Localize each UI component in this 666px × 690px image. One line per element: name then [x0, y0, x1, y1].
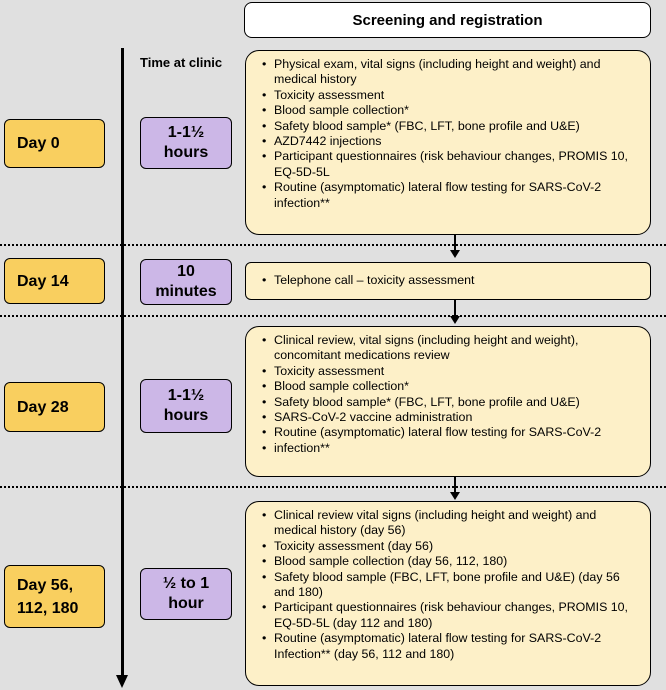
stage-divider: [0, 315, 666, 317]
day-box-day-56: Day 56, 112, 180: [4, 565, 105, 628]
header-title: Screening and registration: [352, 11, 543, 29]
day-box-day-0: Day 0: [4, 119, 105, 168]
list-item: Clinical review vital signs (including h…: [262, 508, 642, 539]
time-box-day-56: ½ to 1 hour: [140, 568, 232, 620]
time-at-clinic-label: Time at clinic: [140, 55, 223, 70]
list-item: Clinical review, vital signs (including …: [262, 333, 642, 364]
list-item: Toxicity assessment (day 56): [262, 539, 642, 555]
header-box: Screening and registration: [244, 2, 651, 38]
list-item: SARS-CoV-2 vaccine administration: [262, 410, 642, 426]
time-label: 1-1½ hours: [163, 387, 209, 424]
info-box-day-0: Physical exam, vital signs (including he…: [245, 50, 651, 235]
list-item: Safety blood sample (FBC, LFT, bone prof…: [262, 570, 642, 601]
list-item: Participant questionnaires (risk behavio…: [262, 149, 642, 180]
list-item: Blood sample collection*: [262, 103, 642, 119]
connector-line: [454, 477, 456, 492]
connector-arrow-head: [450, 316, 460, 324]
time-box-day-0: 1-1½ hours: [140, 117, 232, 169]
list-item: Participant questionnaires (risk behavio…: [262, 600, 642, 631]
time-label: 10 minutes: [155, 263, 217, 300]
item-list: Clinical review vital signs (including h…: [262, 508, 642, 662]
info-box-day-56: Clinical review vital signs (including h…: [245, 501, 651, 686]
list-item: infection**: [262, 441, 642, 457]
stage-divider: [0, 486, 666, 488]
list-item: Telephone call – toxicity assessment: [262, 273, 474, 289]
list-item: Routine (asymptomatic) lateral flow test…: [262, 425, 642, 441]
day-label: Day 56, 112, 180: [17, 576, 79, 617]
timeline-arrow-line: [121, 48, 124, 680]
time-box-day-14: 10 minutes: [140, 259, 232, 305]
item-list: Telephone call – toxicity assessment: [262, 273, 474, 289]
info-box-day-14: Telephone call – toxicity assessment: [245, 262, 651, 300]
list-item: Safety blood sample* (FBC, LFT, bone pro…: [262, 119, 642, 135]
list-item: Physical exam, vital signs (including he…: [262, 57, 642, 88]
list-item: Blood sample collection (day 56, 112, 18…: [262, 554, 642, 570]
time-box-day-28: 1-1½ hours: [140, 379, 232, 433]
time-label: 1-1½ hours: [163, 124, 209, 161]
time-label: ½ to 1 hour: [162, 575, 210, 612]
list-item: Toxicity assessment: [262, 88, 642, 104]
day-box-day-28: Day 28: [4, 382, 105, 432]
day-box-day-14: Day 14: [4, 258, 105, 304]
item-list: Clinical review, vital signs (including …: [262, 333, 642, 457]
connector-arrow-head: [450, 250, 460, 258]
list-item: Routine (asymptomatic) lateral flow test…: [262, 631, 642, 662]
connector-arrow-head: [450, 492, 460, 500]
timeline-arrow-head: [116, 675, 128, 688]
item-list: Physical exam, vital signs (including he…: [262, 57, 642, 211]
connector-line: [454, 300, 456, 316]
list-item: Safety blood sample* (FBC, LFT, bone pro…: [262, 395, 642, 411]
connector-line: [454, 235, 456, 250]
list-item: Blood sample collection*: [262, 379, 642, 395]
list-item: AZD7442 injections: [262, 134, 642, 150]
stage-divider: [0, 244, 666, 246]
day-label: Day 28: [17, 398, 69, 416]
day-label: Day 0: [17, 135, 60, 152]
list-item: Toxicity assessment: [262, 364, 642, 380]
day-label: Day 14: [17, 272, 69, 290]
list-item: Routine (asymptomatic) lateral flow test…: [262, 180, 642, 211]
info-box-day-28: Clinical review, vital signs (including …: [245, 326, 651, 477]
